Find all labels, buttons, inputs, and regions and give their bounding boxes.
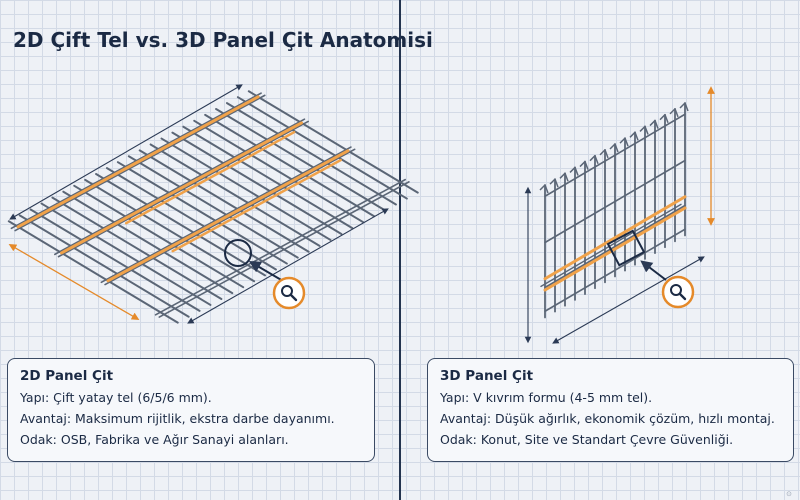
wire-spike (679, 102, 689, 112)
focus-box-3d (606, 229, 646, 267)
wire-spike (629, 131, 639, 141)
card-line-structure-2d: Yapı: Çift yatay tel (6/5/6 mm). (20, 390, 212, 405)
wire-spike (649, 119, 659, 129)
info-card-3d: 3D Panel Çit Yapı: V kıvrım formu (4-5 m… (427, 358, 794, 462)
card-line-advantage-3d: Avantaj: Düşük ağırlık, ekonomik çözüm, … (440, 411, 775, 426)
vertical-wire (247, 90, 419, 194)
dimension-line-3d-width (552, 256, 705, 344)
wire-spike (549, 178, 559, 188)
horizontal-wire (100, 146, 352, 284)
card-line-structure-3d: Yapı: V kıvrım formu (4-5 mm tel). (440, 390, 653, 405)
vertical-wire (215, 108, 387, 212)
callout-pointer-3d (640, 260, 667, 281)
magnifier-icon (661, 275, 695, 309)
wire-spike (559, 172, 569, 182)
wire-spike (639, 125, 649, 135)
card-heading-2d: 2D Panel Çit (20, 368, 114, 384)
v-fold-crease (540, 203, 682, 288)
vertical-wire (225, 102, 397, 206)
panel-2d-illustration (7, 90, 419, 324)
card-heading-3d: 3D Panel Çit (440, 368, 534, 384)
magnifier-icon (272, 276, 306, 310)
diagram-canvas (7, 84, 715, 344)
info-card-2d: 2D Panel Çit Yapı: Çift yatay tel (6/5/6… (7, 358, 375, 462)
wire-spike (619, 137, 629, 147)
wire-spike (669, 108, 679, 118)
v-fold-highlight-3d (540, 195, 687, 292)
wire-spike (599, 149, 609, 159)
callout-pointer-2d (248, 260, 284, 282)
page-title: 2D Çift Tel vs. 3D Panel Çit Anatomisi (13, 28, 433, 52)
dimension-line-2d-width (9, 84, 243, 220)
dimension-line-2d-depth (187, 208, 389, 324)
vertical-wire (236, 96, 408, 200)
wire-spike (569, 166, 579, 176)
card-line-advantage-2d: Avantaj: Maksimum rijitlik, ekstra darbe… (20, 411, 335, 426)
horizontal-wire (10, 92, 262, 230)
vertical-wires-3d (539, 102, 689, 319)
dimension-line-2d-length (8, 244, 140, 320)
watermark-mark: ⊙ (786, 490, 792, 498)
wire-spike (539, 184, 549, 194)
horizontal-wire (57, 120, 309, 258)
card-line-focus-3d: Odak: Konut, Site ve Standart Çevre Güve… (440, 432, 734, 447)
focus-circle-2d (224, 239, 252, 267)
wire-spike (579, 160, 589, 170)
wire-spike (609, 143, 619, 153)
panel-divider (399, 0, 401, 500)
wire-spike (659, 113, 669, 123)
wire-spike (589, 154, 599, 164)
card-line-focus-2d: Odak: OSB, Fabrika ve Ağır Sanayi alanla… (20, 432, 289, 447)
